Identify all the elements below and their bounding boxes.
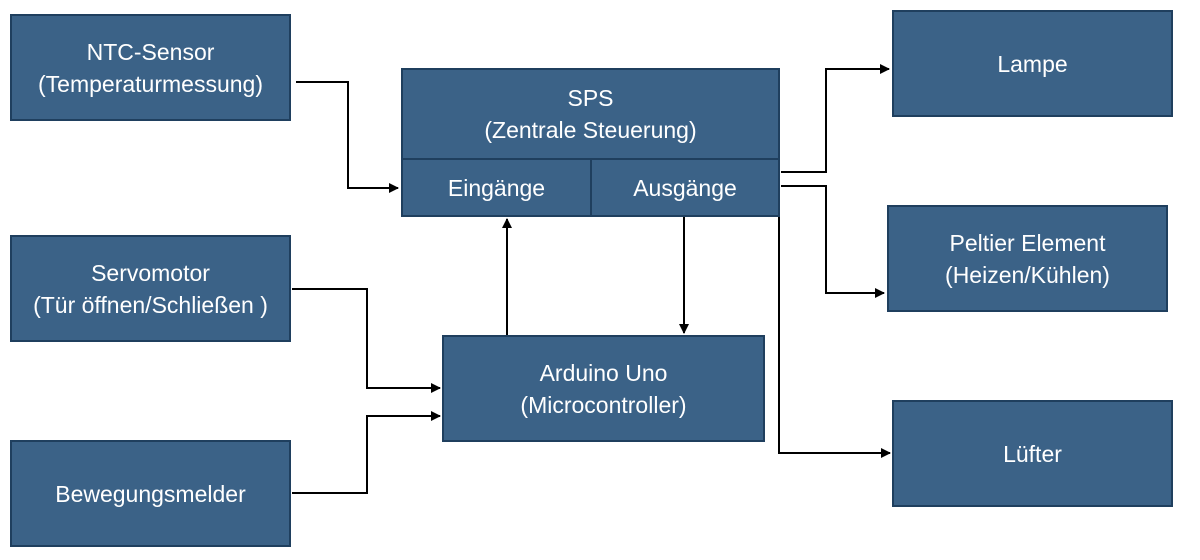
ntc-sensor-title: NTC-Sensor [86,38,215,65]
sps-eingaenge-box: Eingänge [401,158,592,217]
arrow-ausgaenge-to-peltier [781,185,885,298]
ntc-sensor-subtitle: (Temperaturmessung) [38,70,263,97]
arduino-subtitle: (Microcontroller) [520,391,687,418]
arrow-ausgaenge-to-lampe [781,64,890,173]
sps-box: SPS (Zentrale Steuerung) [401,68,780,160]
peltier-title: Peltier Element [949,229,1106,256]
peltier-subtitle: (Heizen/Kühlen) [945,261,1110,288]
bewegungsmelder-box: Bewegungsmelder [10,440,291,547]
sps-eingaenge-label: Eingänge [447,174,546,201]
arduino-title: Arduino Uno [539,359,668,386]
ntc-sensor-box: NTC-Sensor (Temperaturmessung) [10,14,291,121]
servomotor-title: Servomotor [91,259,210,286]
sps-ausgaenge-label: Ausgänge [633,174,737,201]
arrow-servomotor-to-arduino [292,288,441,393]
arrow-bewegungsmelder-to-arduino [292,411,441,494]
lampe-title: Lampe [997,50,1068,77]
luefter-title: Lüfter [1003,440,1062,467]
arduino-box: Arduino Uno (Microcontroller) [442,335,765,442]
peltier-box: Peltier Element (Heizen/Kühlen) [887,205,1168,312]
sps-ausgaenge-box: Ausgänge [590,158,780,217]
bewegungsmelder-title: Bewegungsmelder [55,480,246,507]
lampe-box: Lampe [892,10,1173,117]
luefter-box: Lüfter [892,400,1173,507]
sps-title: SPS [567,85,614,111]
arrow-ntc-to-eingaenge [296,81,399,193]
servomotor-subtitle: (Tür öffnen/Schließen ) [33,291,268,318]
servomotor-box: Servomotor (Tür öffnen/Schließen ) [10,235,291,342]
arrow-ausgaenge-to-luefter [778,205,891,458]
sps-subtitle: (Zentrale Steuerung) [484,117,697,143]
